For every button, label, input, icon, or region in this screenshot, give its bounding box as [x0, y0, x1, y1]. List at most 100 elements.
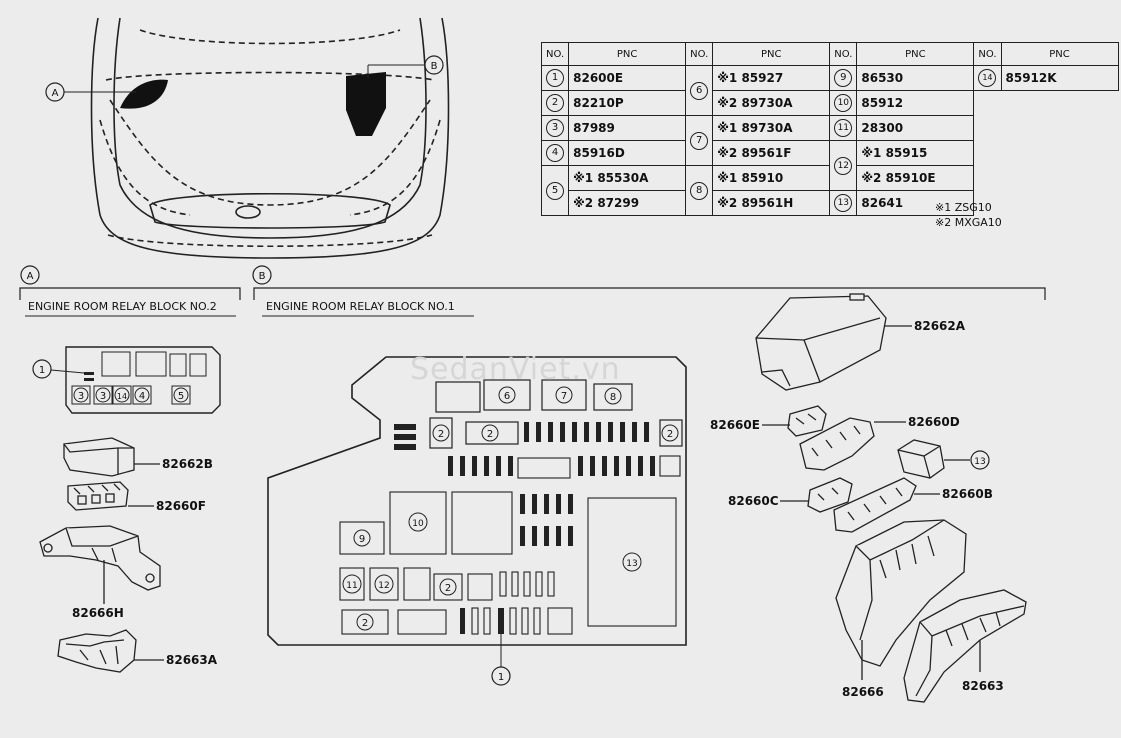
part-82660b-block — [833, 477, 940, 533]
row-no: 3 — [546, 119, 565, 137]
part-82662a-cover — [755, 293, 912, 391]
relay-3b-label: 3 — [100, 391, 106, 402]
col-pnc-2: PNC — [712, 42, 831, 66]
part-82662b-cover — [63, 437, 160, 477]
section-b-header: B ENGINE ROOM RELAY BLOCK NO.1 — [252, 265, 1046, 317]
relay-block-no1-location — [346, 72, 386, 136]
part-82666-housing — [835, 519, 967, 680]
row-pnc: 87989 — [568, 115, 687, 141]
part-82660c-label: 82660C — [728, 494, 779, 508]
part-82666-label: 82666 — [842, 685, 884, 699]
part-82662b-label: 82662B — [162, 457, 213, 471]
watermark: SedanViet.vn — [410, 352, 621, 387]
table-row: 2 82210P ※2 89730A 10 85912 — [540, 90, 1119, 116]
part-82663-label: 82663 — [962, 679, 1004, 693]
model-notes: ※1 ZSG10 ※2 MXGA10 — [935, 200, 1002, 230]
row-no: 10 — [834, 94, 853, 112]
section-a-header: A ENGINE ROOM RELAY BLOCK NO.2 — [19, 265, 241, 317]
row-pnc: ※1 85530A — [568, 165, 687, 191]
col-pnc-4: PNC — [1000, 42, 1119, 66]
cell-8-label: 8 — [610, 392, 616, 403]
row-pnc: 85912K — [1000, 65, 1119, 91]
row-pnc: ※1 85927 — [712, 65, 831, 91]
cell-2c-label: 2 — [667, 429, 673, 440]
row-no: 5 — [546, 181, 565, 200]
row-pnc: ※2 85910E — [856, 165, 975, 191]
cell-7-label: 7 — [561, 391, 567, 402]
row-pnc: 85912 — [856, 90, 975, 116]
cell-2b-label: 2 — [487, 429, 493, 440]
relay-4-label: 4 — [139, 391, 145, 402]
note-mxga10: ※2 MXGA10 — [935, 216, 1002, 229]
callout-a-label: A — [52, 88, 59, 99]
row-pnc: ※1 85915 — [856, 140, 975, 166]
relay-14-label: 14 — [117, 392, 127, 401]
part-82663-lower-case — [903, 589, 1027, 703]
row-pnc: ※1 85910 — [712, 165, 831, 191]
row-no: 9 — [834, 69, 853, 87]
row-pnc: 82641 — [856, 190, 975, 216]
cell-11-label: 11 — [346, 581, 357, 591]
row-no: 6 — [690, 81, 709, 100]
col-no-2: NO. — [685, 42, 714, 66]
part-82660d-block — [799, 417, 906, 471]
callout-b — [424, 55, 444, 75]
table-row: 1 82600E 6 ※1 85927 9 86530 14 85912K — [540, 65, 1119, 116]
cell-6-label: 6 — [504, 391, 510, 402]
section-b-letter: B — [259, 271, 266, 282]
part-82660f-block — [67, 481, 154, 511]
part-13-relay — [897, 439, 970, 479]
cell-9-label: 9 — [359, 534, 365, 545]
callout-1-b — [491, 666, 511, 686]
row-pnc: 28300 — [856, 115, 975, 141]
relay-block-no1: 2 2 2 2 2 6 7 8 9 10 11 12 13 1 — [267, 356, 687, 686]
table-row: 5 ※1 85530A 8 ※1 85910 ※2 85910E — [540, 165, 1119, 216]
part-82660e-label: 82660E — [710, 418, 760, 432]
cell-2a-label: 2 — [438, 429, 444, 440]
part-82660f-label: 82660F — [156, 499, 206, 513]
col-no-3: NO. — [829, 42, 858, 66]
row-pnc: 82210P — [568, 90, 687, 116]
cell-12-label: 12 — [378, 581, 389, 591]
callout-13-part-label: 13 — [974, 457, 985, 467]
row-no: 8 — [690, 181, 709, 200]
row-no: 7 — [690, 131, 709, 150]
part-82663a-label: 82663A — [166, 653, 218, 667]
row-pnc: ※2 87299 — [568, 190, 687, 216]
table-header-row: NO. PNC NO. PNC NO. PNC NO. PNC — [540, 42, 1119, 66]
row-no: 13 — [834, 194, 853, 212]
row-no: 1 — [546, 69, 565, 87]
row-pnc: ※2 89730A — [712, 90, 831, 116]
cell-2e-label: 2 — [362, 618, 368, 629]
row-pnc: 85916D — [568, 140, 687, 166]
row-pnc: 82600E — [568, 65, 687, 91]
relay-block-no2-location — [120, 79, 168, 109]
cell-10-label: 10 — [412, 519, 424, 529]
part-82660b-label: 82660B — [942, 487, 993, 501]
table-row: 4 85916D ※2 89561F 12 ※1 85915 — [540, 140, 1119, 191]
part-82660c-block — [780, 477, 853, 513]
col-pnc-1: PNC — [568, 42, 687, 66]
part-82666h-bracket — [39, 525, 161, 604]
section-b-title: ENGINE ROOM RELAY BLOCK NO.1 — [266, 300, 455, 313]
relay-5-label: 5 — [178, 391, 184, 402]
row-no: 12 — [834, 156, 853, 175]
relay-3a-label: 3 — [78, 391, 84, 402]
callout-1-b-label: 1 — [498, 672, 504, 683]
section-a-letter: A — [27, 271, 34, 282]
cell-2d-label: 2 — [445, 583, 451, 594]
row-pnc: ※2 89561F — [712, 140, 831, 166]
vehicle-front-illustration — [90, 17, 450, 259]
part-82660d-label: 82660D — [908, 415, 960, 429]
table-row: 3 87989 7 ※1 89730A 11 28300 — [540, 115, 1119, 166]
callout-b-label: B — [431, 61, 438, 72]
row-no: 11 — [834, 119, 853, 137]
table-row: ※2 87299 ※2 89561H 13 82641 — [542, 190, 1119, 216]
row-no: 4 — [546, 144, 565, 162]
pnc-table: NO. PNC NO. PNC NO. PNC NO. PNC 1 82600E… — [540, 42, 1119, 216]
row-pnc: ※2 89561H — [712, 190, 831, 216]
col-no-4: NO. — [973, 42, 1002, 66]
relay-block-no2: 3 3 14 4 5 1 — [32, 346, 221, 414]
